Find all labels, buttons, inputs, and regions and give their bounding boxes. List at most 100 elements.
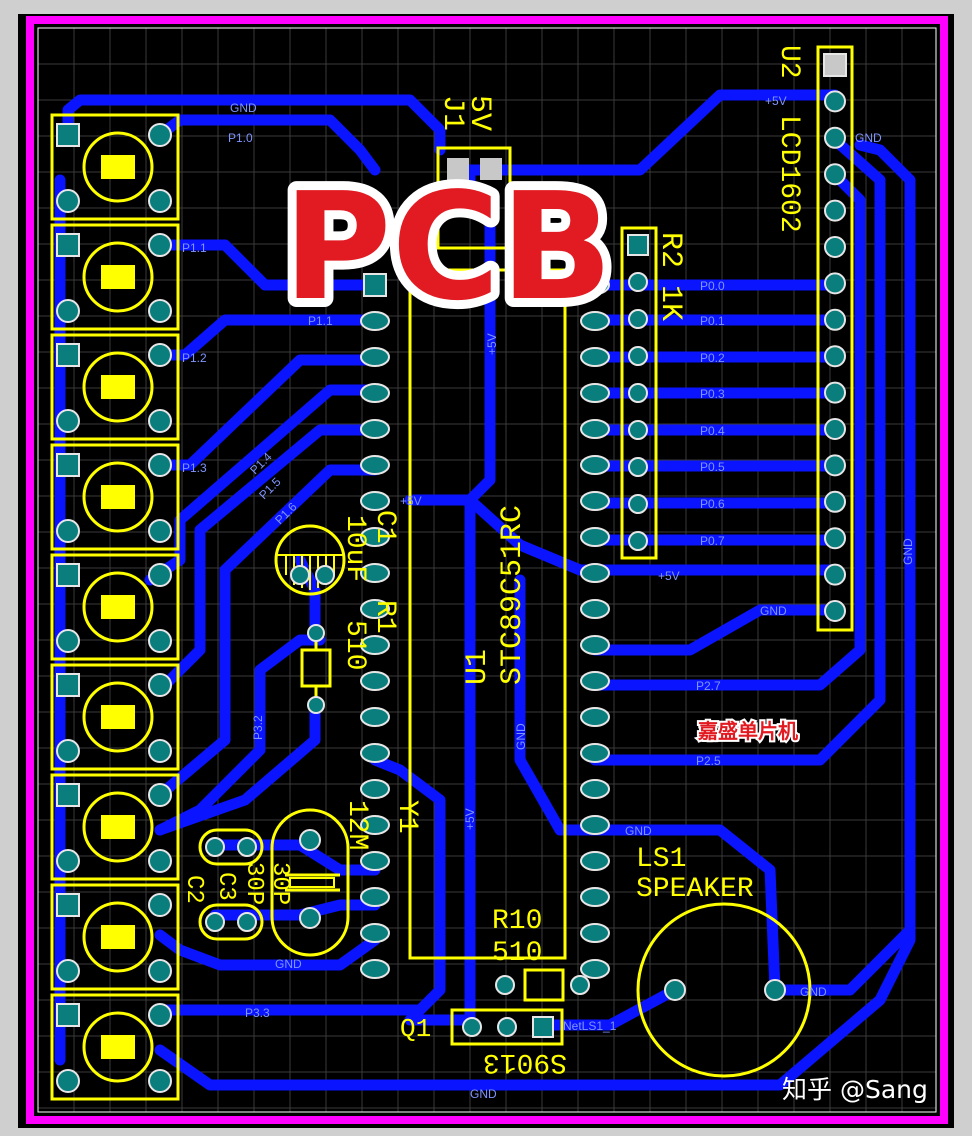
u1-pad (580, 851, 610, 871)
net-label-p10: P1.0 (228, 131, 253, 145)
r2-outline (620, 226, 658, 560)
r2-pad (628, 494, 648, 514)
u1-pad (580, 491, 610, 511)
r2-pad (627, 234, 649, 256)
r1-ref-label: R1 (369, 600, 400, 634)
net-label-p01: P0.1 (700, 314, 725, 328)
net-label-gnd: GND (230, 101, 257, 115)
u2-pad (824, 381, 846, 404)
u1-pad (580, 779, 610, 799)
u1-pad (580, 599, 610, 619)
watermark: 知乎 @Sang (782, 1075, 928, 1104)
net-label-vcc: +5V (400, 494, 422, 508)
j1-value-label: 5V (462, 95, 496, 131)
r10-ref-label: R10 (492, 906, 542, 937)
u1-ref-label: U1 (461, 649, 495, 685)
q1-transistor (450, 1008, 564, 1046)
c1-capacitor (274, 524, 346, 596)
u1-outline (408, 268, 567, 960)
u1-pad (360, 779, 390, 799)
u2-pad (824, 90, 846, 113)
u2-pad (824, 163, 846, 186)
j1-outline (436, 146, 512, 250)
u2-pad (824, 418, 846, 440)
u2-name-label: LCD1602 (773, 115, 804, 233)
q1-ref-label: Q1 (400, 1014, 431, 1044)
u1-pad (360, 959, 390, 979)
net-label-gnd: GND (800, 985, 827, 999)
u2-pad (824, 490, 846, 513)
u1-pad (580, 743, 610, 763)
net-label-p32: P3.2 (251, 715, 265, 740)
r2-pad (628, 309, 648, 329)
net-label-p06: P0.6 (700, 497, 725, 511)
tactile-button (50, 993, 180, 1101)
u1-pad (360, 671, 390, 691)
tactile-button (50, 443, 180, 551)
u1-pad (363, 273, 387, 297)
net-label-p00: P0.0 (700, 279, 725, 293)
u1-pad (360, 347, 390, 367)
ls1-ref-label: LS1 (636, 844, 686, 875)
u2-pad (824, 600, 846, 622)
y1-ref-label: Y1 (391, 800, 422, 834)
ls1-value-label: SPEAKER (636, 874, 754, 905)
u2-pad (824, 527, 846, 550)
u2-pad (823, 53, 847, 77)
u1-pad (360, 887, 390, 907)
r10-resistor (495, 968, 590, 1002)
j1-pad-2 (480, 158, 502, 180)
net-label-p02: P0.2 (700, 351, 725, 365)
c2-c3-capacitors (198, 828, 264, 941)
j1-ref-label: J1 (435, 95, 469, 131)
u1-pad (580, 671, 610, 691)
r2-pad (628, 272, 648, 292)
u1-pad (580, 563, 610, 583)
u1-pad (360, 923, 390, 943)
pcb-title: PCB PCB (274, 152, 622, 342)
u1-pad (360, 851, 390, 871)
net-label-vcc: +5V (485, 333, 499, 355)
r1-resistor (300, 624, 332, 714)
keepout-line (37, 27, 937, 1113)
u1-pad (580, 383, 610, 403)
brand-text-outline: 嘉盛单片机 (697, 719, 798, 743)
u2-pad (824, 308, 846, 331)
net-label-p25: P2.5 (696, 754, 721, 768)
board-outline (26, 16, 948, 1124)
u1-pad (360, 563, 390, 583)
u2-pad (824, 272, 846, 295)
u1-pad (360, 455, 390, 475)
u1-pad (360, 599, 390, 619)
c2-ref-label: C2 (180, 875, 207, 904)
tactile-button (50, 883, 180, 991)
net-label-gnd: GND (625, 824, 652, 838)
j1-pad-1 (447, 158, 469, 180)
net-label-p13: P1.3 (182, 461, 207, 475)
net-label-vcc: +5V (463, 808, 477, 830)
tactile-button (50, 773, 180, 881)
u1-pad (580, 347, 610, 367)
net-label-p11: P1.1 (182, 241, 207, 255)
tactile-button (50, 553, 180, 661)
pcb-title-outline: PCB (283, 161, 613, 333)
u2-pad (824, 563, 846, 586)
u1-pad (580, 923, 610, 943)
net-label-p03: P0.3 (700, 387, 725, 401)
net-label-p04: P0.4 (700, 424, 725, 438)
u1-pad (580, 959, 610, 979)
u1-pad (360, 383, 390, 403)
u2-pad (824, 126, 846, 149)
net-label-p33: P3.3 (245, 1006, 270, 1020)
u1-pad (360, 707, 390, 727)
c3-value-label: 30P (266, 862, 293, 905)
r2-value-label: 1K (653, 285, 687, 321)
u1-pad (580, 275, 610, 295)
u1-pad (360, 815, 390, 835)
u1-pad (580, 887, 610, 907)
net-label-gnd: GND (760, 604, 787, 618)
tactile-button (50, 113, 180, 221)
u1-pad (580, 707, 610, 727)
c2-value-label: 30P (240, 862, 267, 905)
net-label-vcc: +5V (765, 94, 787, 108)
